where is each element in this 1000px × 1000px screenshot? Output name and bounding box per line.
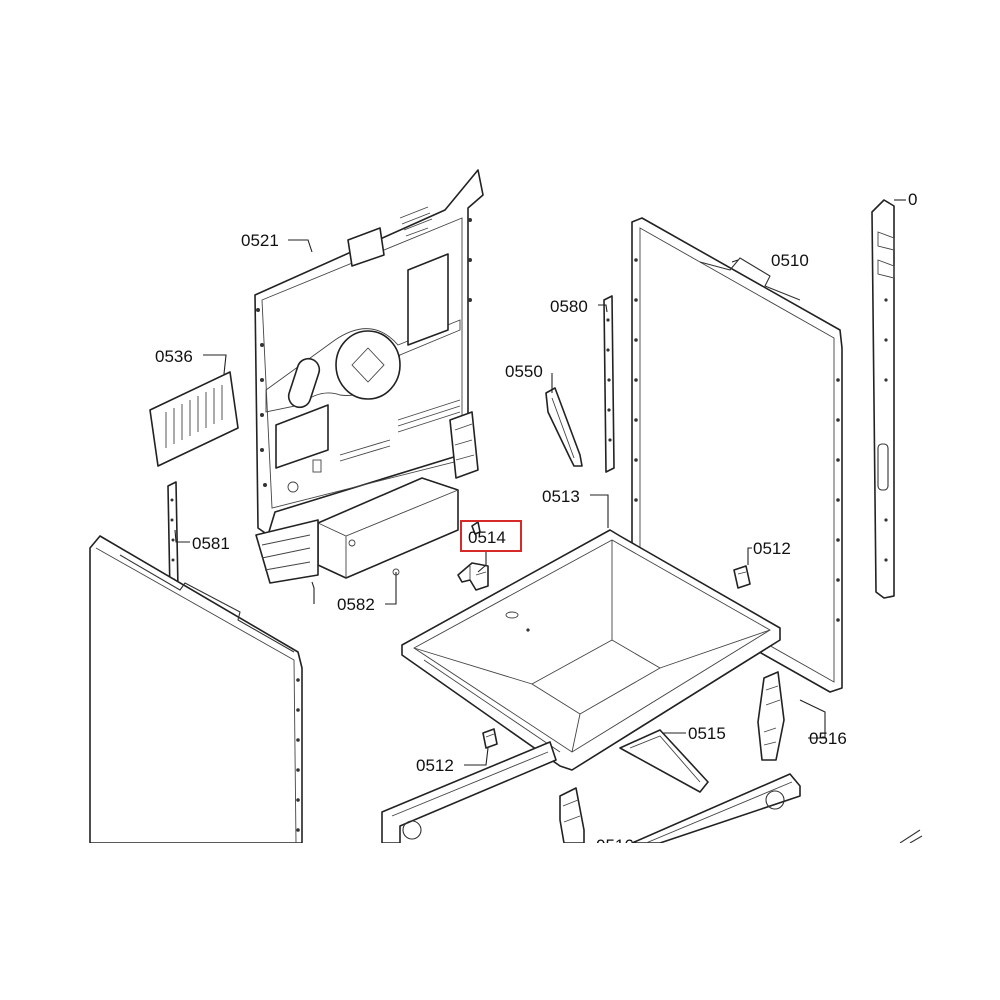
label-0521: 0521: [241, 231, 279, 250]
highlight-box-0514: [460, 520, 522, 552]
label-0512-right: 0512: [753, 539, 791, 558]
label-0: 0: [908, 190, 917, 209]
label-0582: 0582: [337, 595, 375, 614]
label-0513: 0513: [542, 487, 580, 506]
callout-labels: 0521 0536 0581 0582 0514 0580 0550 0513 …: [155, 190, 917, 855]
foot-0516-bottom: [559, 787, 585, 843]
strip-0580: [603, 295, 615, 473]
foot-0516-right: [757, 671, 785, 761]
back-panel-0521: [254, 169, 484, 536]
leader-lines: [174, 199, 906, 766]
clip-0512-left: [482, 728, 498, 749]
clip-0512-right: [733, 565, 751, 589]
bottom-frame: [381, 741, 923, 843]
label-0510: 0510: [771, 251, 809, 270]
label-0580: 0580: [550, 297, 588, 316]
side-panel-left: [89, 535, 303, 843]
label-0516-bottom: 0516: [596, 836, 634, 855]
rail-0515: [619, 729, 709, 793]
label-0516-right: 0516: [809, 729, 847, 748]
vent-grille-0536: [149, 371, 239, 467]
rail-0: [871, 199, 895, 599]
label-0512-left: 0512: [416, 756, 454, 775]
label-0515: 0515: [688, 724, 726, 743]
label-0536: 0536: [155, 347, 193, 366]
label-0581: 0581: [192, 534, 230, 553]
bracket-0550: [545, 387, 583, 467]
label-0550: 0550: [505, 362, 543, 381]
base-tub-0513: [401, 529, 781, 771]
panel-vent-lower: [339, 399, 461, 462]
fan-assembly-0582: [255, 411, 479, 584]
panel-vent-top: [399, 206, 433, 237]
label-0514: 0514: [468, 528, 506, 547]
